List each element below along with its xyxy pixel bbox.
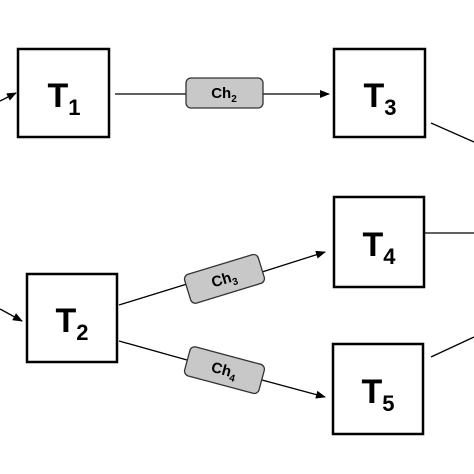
task-label-t1: T1 — [47, 77, 80, 120]
channel-label-ch2: Ch2 — [211, 85, 237, 105]
task-node-t1: T1 — [16, 47, 111, 139]
edge-in-t1 — [0, 92, 17, 102]
task-label-t5: T5 — [361, 373, 394, 416]
edge-ch4-t5 — [261, 379, 326, 399]
task-node-t5: T5 — [331, 342, 425, 436]
channel-label-ch3: Ch3 — [209, 267, 240, 294]
task-node-t3: T3 — [332, 47, 427, 139]
edge-ch3-t4 — [261, 250, 326, 273]
channel-node-ch2: Ch2 — [185, 77, 264, 109]
channel-node-ch4: Ch4 — [183, 346, 266, 395]
channel-label-ch4: Ch4 — [209, 359, 239, 385]
edge-t2-ch3 — [118, 283, 188, 306]
task-node-t4: T4 — [332, 195, 426, 289]
edge-in-t2 — [0, 308, 23, 322]
task-label-t2: T2 — [55, 302, 88, 345]
edge-t3-out — [430, 122, 474, 143]
edge-t2-ch4 — [118, 340, 188, 361]
task-node-t2: T2 — [25, 272, 119, 364]
task-label-t4: T4 — [362, 226, 396, 269]
channel-node-ch3: Ch3 — [183, 253, 266, 304]
edge-t5-out — [430, 336, 474, 358]
task-label-t3: T3 — [363, 77, 396, 120]
